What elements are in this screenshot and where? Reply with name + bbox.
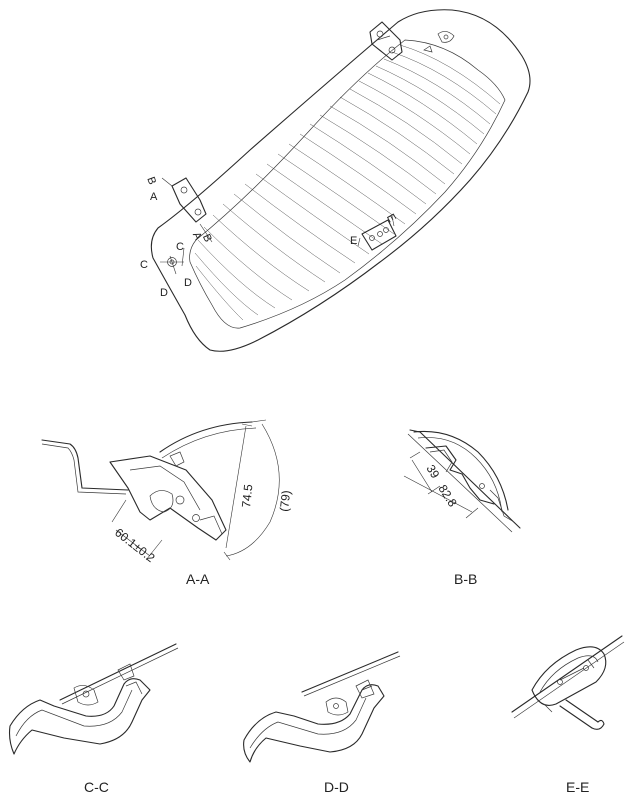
left-hinge-bracket bbox=[171, 177, 207, 223]
dim-aa-height: 74.5 bbox=[239, 483, 255, 508]
dim-aa-width: 60.1±0.2 bbox=[112, 525, 158, 565]
glass-inner-border bbox=[189, 39, 506, 329]
caption-dd: D-D bbox=[324, 779, 349, 795]
section-cut-lines bbox=[160, 177, 395, 275]
section-ee: E-E bbox=[511, 635, 625, 795]
marker-e-right: E bbox=[384, 212, 398, 224]
caption-ee: E-E bbox=[566, 779, 589, 795]
top-right-clip bbox=[423, 31, 455, 53]
marker-c-left: C bbox=[140, 259, 148, 271]
section-dd: D-D bbox=[243, 651, 401, 795]
rear-glass-view: B A A B C C D D E E bbox=[140, 9, 531, 352]
section-cc: C-C bbox=[8, 643, 179, 795]
defroster-lines bbox=[194, 44, 501, 321]
caption-cc: C-C bbox=[84, 779, 109, 795]
dim-bb-short: 39 bbox=[423, 462, 442, 481]
marker-b-left: B bbox=[144, 175, 158, 186]
marker-d-left: D bbox=[160, 287, 168, 299]
section-aa: 74.5 (79) 60.1±0.2 A-A bbox=[41, 419, 293, 587]
dim-aa-height-ref: (79) bbox=[277, 490, 293, 513]
dim-bb-long: 82.8 bbox=[435, 482, 459, 510]
marker-e-left: E bbox=[350, 235, 357, 247]
caption-aa: A-A bbox=[186, 571, 210, 587]
top-hinge-bracket bbox=[369, 21, 403, 61]
section-bb: 39 82.8 B-B bbox=[403, 429, 521, 587]
glass-outline bbox=[150, 9, 531, 352]
center-bracket-e bbox=[361, 219, 397, 251]
caption-bb: B-B bbox=[454, 571, 477, 587]
marker-a-left: A bbox=[150, 191, 158, 203]
marker-c-right: C bbox=[176, 241, 184, 253]
marker-d-right: D bbox=[184, 277, 192, 289]
marker-b-right: B bbox=[200, 232, 214, 244]
